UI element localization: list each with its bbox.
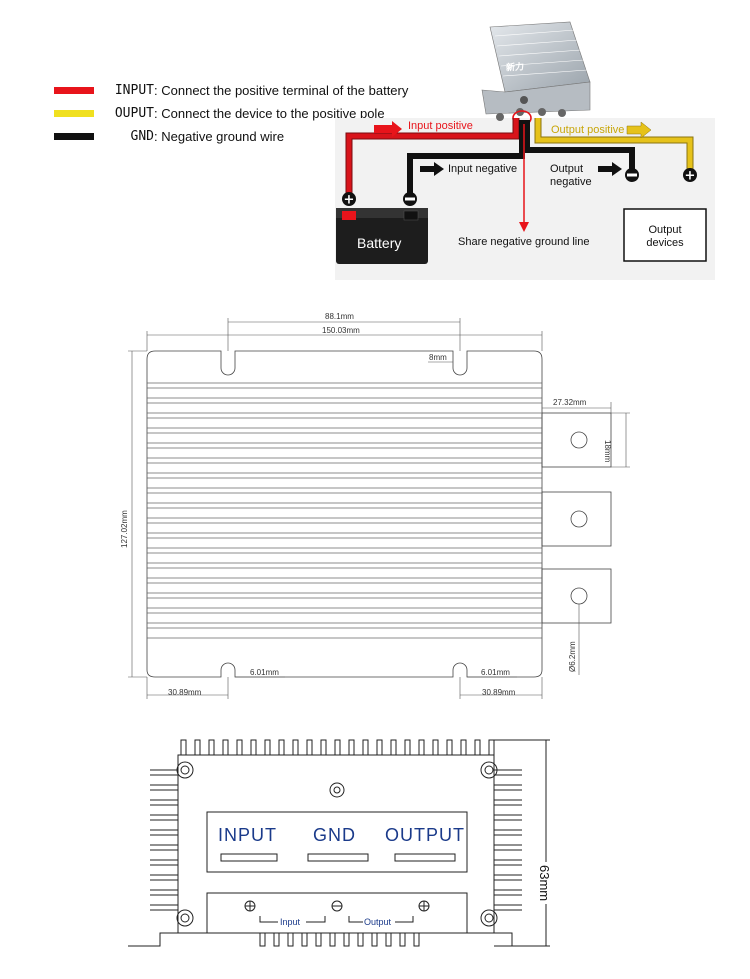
output-positive-arrow	[626, 121, 652, 139]
legend-output-text: Connect the device to the positive pole	[161, 106, 385, 121]
left-fins	[150, 769, 178, 911]
terminal-strip	[206, 892, 468, 934]
bottom-fins	[259, 932, 420, 947]
screw-top-left	[176, 761, 194, 779]
dim-offset-right: 30.89mm	[482, 688, 516, 697]
input-positive-arrow	[374, 121, 402, 137]
input-terminal-label: Input	[280, 917, 301, 927]
height-dim-label: 63mm	[537, 862, 552, 905]
output-port-label: OUTPUT	[385, 825, 465, 845]
port-panel	[206, 811, 468, 873]
black-wire-output-negative	[524, 120, 635, 170]
top-fins	[180, 739, 495, 756]
legend-input-key: INPUT	[114, 83, 154, 98]
input-negative-label: Input negative	[448, 163, 518, 175]
device-positive-terminal	[683, 168, 697, 182]
legend-colon: :	[154, 106, 162, 121]
battery-positive-terminal	[342, 192, 356, 206]
dim-offset-left: 30.89mm	[168, 688, 202, 697]
output-positive-label: Output positive	[551, 124, 625, 136]
tab-2	[541, 491, 612, 547]
svg-text:+: +	[685, 169, 696, 184]
converter-unit-image	[481, 21, 591, 126]
fin-lines	[147, 382, 542, 639]
input-port-label: INPUT	[218, 825, 277, 845]
dim-slot-width-right: 6.01mm	[481, 668, 510, 677]
tab-3	[541, 568, 612, 624]
screw-bottom-right	[480, 909, 498, 927]
red-wire-swatch	[54, 87, 94, 94]
dimension-lines	[128, 318, 630, 699]
dim-inner-width: 88.1mm	[325, 312, 354, 321]
base-flange	[128, 932, 540, 947]
input-negative-arrow	[420, 162, 444, 176]
output-devices-label: Output devices	[646, 224, 684, 249]
center-screw	[329, 782, 345, 798]
share-ground-label: Share negative ground line	[458, 236, 590, 248]
svg-text:+: +	[344, 193, 355, 208]
legend-gnd-key: GND	[130, 129, 154, 144]
legend-colon: :	[154, 83, 162, 98]
black-wire-input-negative	[407, 120, 525, 196]
top-view-graphic	[128, 318, 630, 699]
output-bracket	[348, 916, 414, 923]
output-device-box	[623, 208, 707, 262]
tab-hole-1	[570, 431, 588, 449]
tab-1	[541, 412, 612, 468]
legend-colon: :	[154, 129, 162, 144]
legend-input-text: Connect the positive terminal of the bat…	[161, 83, 409, 98]
dim-tab-length: 27.32mm	[553, 398, 587, 407]
gnd-slot	[307, 853, 369, 862]
output-terminal-label: Output	[364, 917, 392, 927]
battery-label: Battery	[357, 235, 402, 251]
right-fins	[494, 769, 522, 911]
dim-total-width: 150.03mm	[322, 326, 360, 335]
legend-gnd-text: Negative ground wire	[161, 129, 285, 144]
output-slot	[394, 853, 456, 862]
dim-slot-width-left: 6.01mm	[250, 668, 279, 677]
input-bracket	[259, 916, 326, 923]
screw-top-right	[480, 761, 498, 779]
legend-input: INPUT: Connect the positive terminal of …	[54, 83, 408, 98]
legend-output: OUPUT: Connect the device to the positiv…	[54, 106, 385, 121]
wiring-graphic: + +	[335, 21, 715, 280]
battery-graphic	[336, 208, 428, 264]
body-outline	[146, 350, 543, 678]
output-negative-arrow	[598, 162, 622, 176]
output-negative-label: Output negative	[550, 163, 592, 188]
legend-output-key: OUPUT	[114, 106, 154, 121]
dim-slot: 8mm	[429, 353, 447, 362]
gnd-port-label: GND	[313, 825, 356, 845]
input-positive-label: Input positive	[408, 120, 473, 132]
legend-gnd: GND: Negative ground wire	[54, 129, 284, 144]
black-wire-swatch	[54, 133, 94, 140]
input-slot	[220, 853, 278, 862]
tab-hole-2	[570, 510, 588, 528]
yellow-wire-swatch	[54, 110, 94, 117]
screw-bottom-left	[176, 909, 194, 927]
